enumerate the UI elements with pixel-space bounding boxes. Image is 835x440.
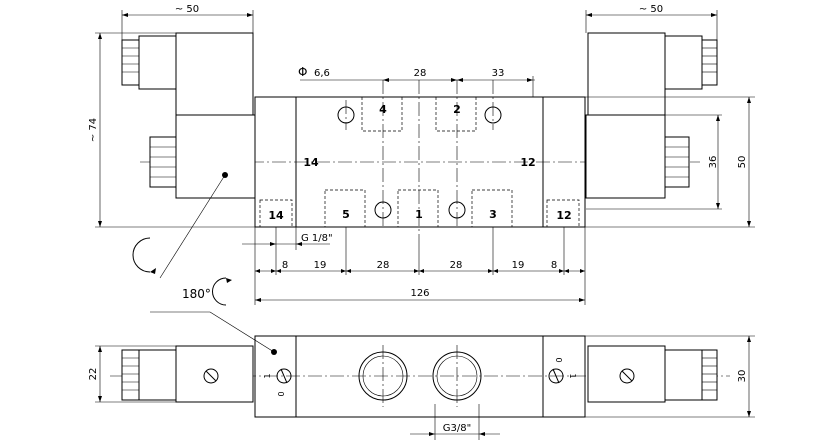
dim-hole-diameter: 6,6 bbox=[314, 68, 330, 79]
port-label-1: 1 bbox=[415, 208, 423, 221]
dim-height-50: 50 bbox=[737, 156, 748, 169]
override-mark-0-right: 0 bbox=[554, 357, 563, 362]
dim-coil-width-right: ~ 50 bbox=[639, 4, 663, 15]
override-mark-0-left: 0 bbox=[277, 391, 286, 396]
port-label-4: 4 bbox=[379, 103, 387, 116]
rotation-arrow bbox=[132, 237, 151, 273]
port-label-2: 2 bbox=[453, 103, 461, 116]
dim-port-thread: G3/8" bbox=[443, 423, 471, 434]
segment-dimension-chain: 8 19 28 28 19 8 bbox=[254, 227, 586, 305]
manual-override-right bbox=[548, 368, 564, 384]
port-label-12-pilot: 12 bbox=[556, 209, 571, 222]
top-dimensions: ~ 50 ~ 50 ~ 74 Φ 6,6 28 33 36 50 bbox=[88, 4, 755, 306]
port-label-14-pilot: 14 bbox=[268, 209, 284, 222]
manual-override-left bbox=[276, 368, 292, 384]
dim-pilot-thread: G 1/8" bbox=[301, 233, 333, 244]
dim-bottom-height-30: 30 bbox=[737, 370, 748, 383]
port-label-3: 3 bbox=[489, 208, 497, 221]
port-label-14-face: 14 bbox=[303, 156, 319, 169]
dim-seg-8-right: 8 bbox=[551, 260, 557, 271]
dim-seg-19-left: 19 bbox=[314, 260, 327, 271]
dim-total-length: 126 bbox=[410, 288, 429, 299]
rotation-angle-label: 180° bbox=[182, 287, 211, 301]
dim-seg-19-right: 19 bbox=[512, 260, 525, 271]
leader-line bbox=[159, 174, 226, 279]
valve-body-bottom bbox=[254, 335, 586, 418]
dim-coil-width-left: ~ 50 bbox=[175, 4, 199, 15]
coil-screw bbox=[203, 368, 219, 384]
dim-hole-spacing-28: 28 bbox=[414, 68, 427, 79]
override-mark-1-right: 1 bbox=[568, 373, 577, 378]
diameter-symbol: Φ bbox=[298, 65, 307, 79]
top-view: 4 2 5 1 3 14 12 14 12 bbox=[121, 32, 718, 279]
port-label-5: 5 bbox=[342, 208, 350, 221]
coil-screw bbox=[619, 368, 635, 384]
dim-height-36: 36 bbox=[708, 156, 719, 169]
dim-overall-height: ~ 74 bbox=[88, 118, 99, 142]
valve-body bbox=[254, 96, 586, 228]
port-label-12-face: 12 bbox=[520, 156, 535, 169]
dim-seg-28-a: 28 bbox=[377, 260, 390, 271]
dim-seg-28-b: 28 bbox=[450, 260, 463, 271]
right-solenoid bbox=[585, 32, 718, 199]
dim-bottom-height-22: 22 bbox=[88, 368, 99, 381]
left-solenoid bbox=[121, 32, 256, 199]
dim-hole-spacing-33: 33 bbox=[492, 68, 505, 79]
override-mark-1-left: 1 bbox=[263, 373, 272, 378]
bottom-view: 1 0 1 0 22 30 G3/8" bbox=[88, 311, 755, 440]
dim-seg-8-left: 8 bbox=[282, 260, 288, 271]
rotation-arrow-180 bbox=[212, 277, 227, 306]
